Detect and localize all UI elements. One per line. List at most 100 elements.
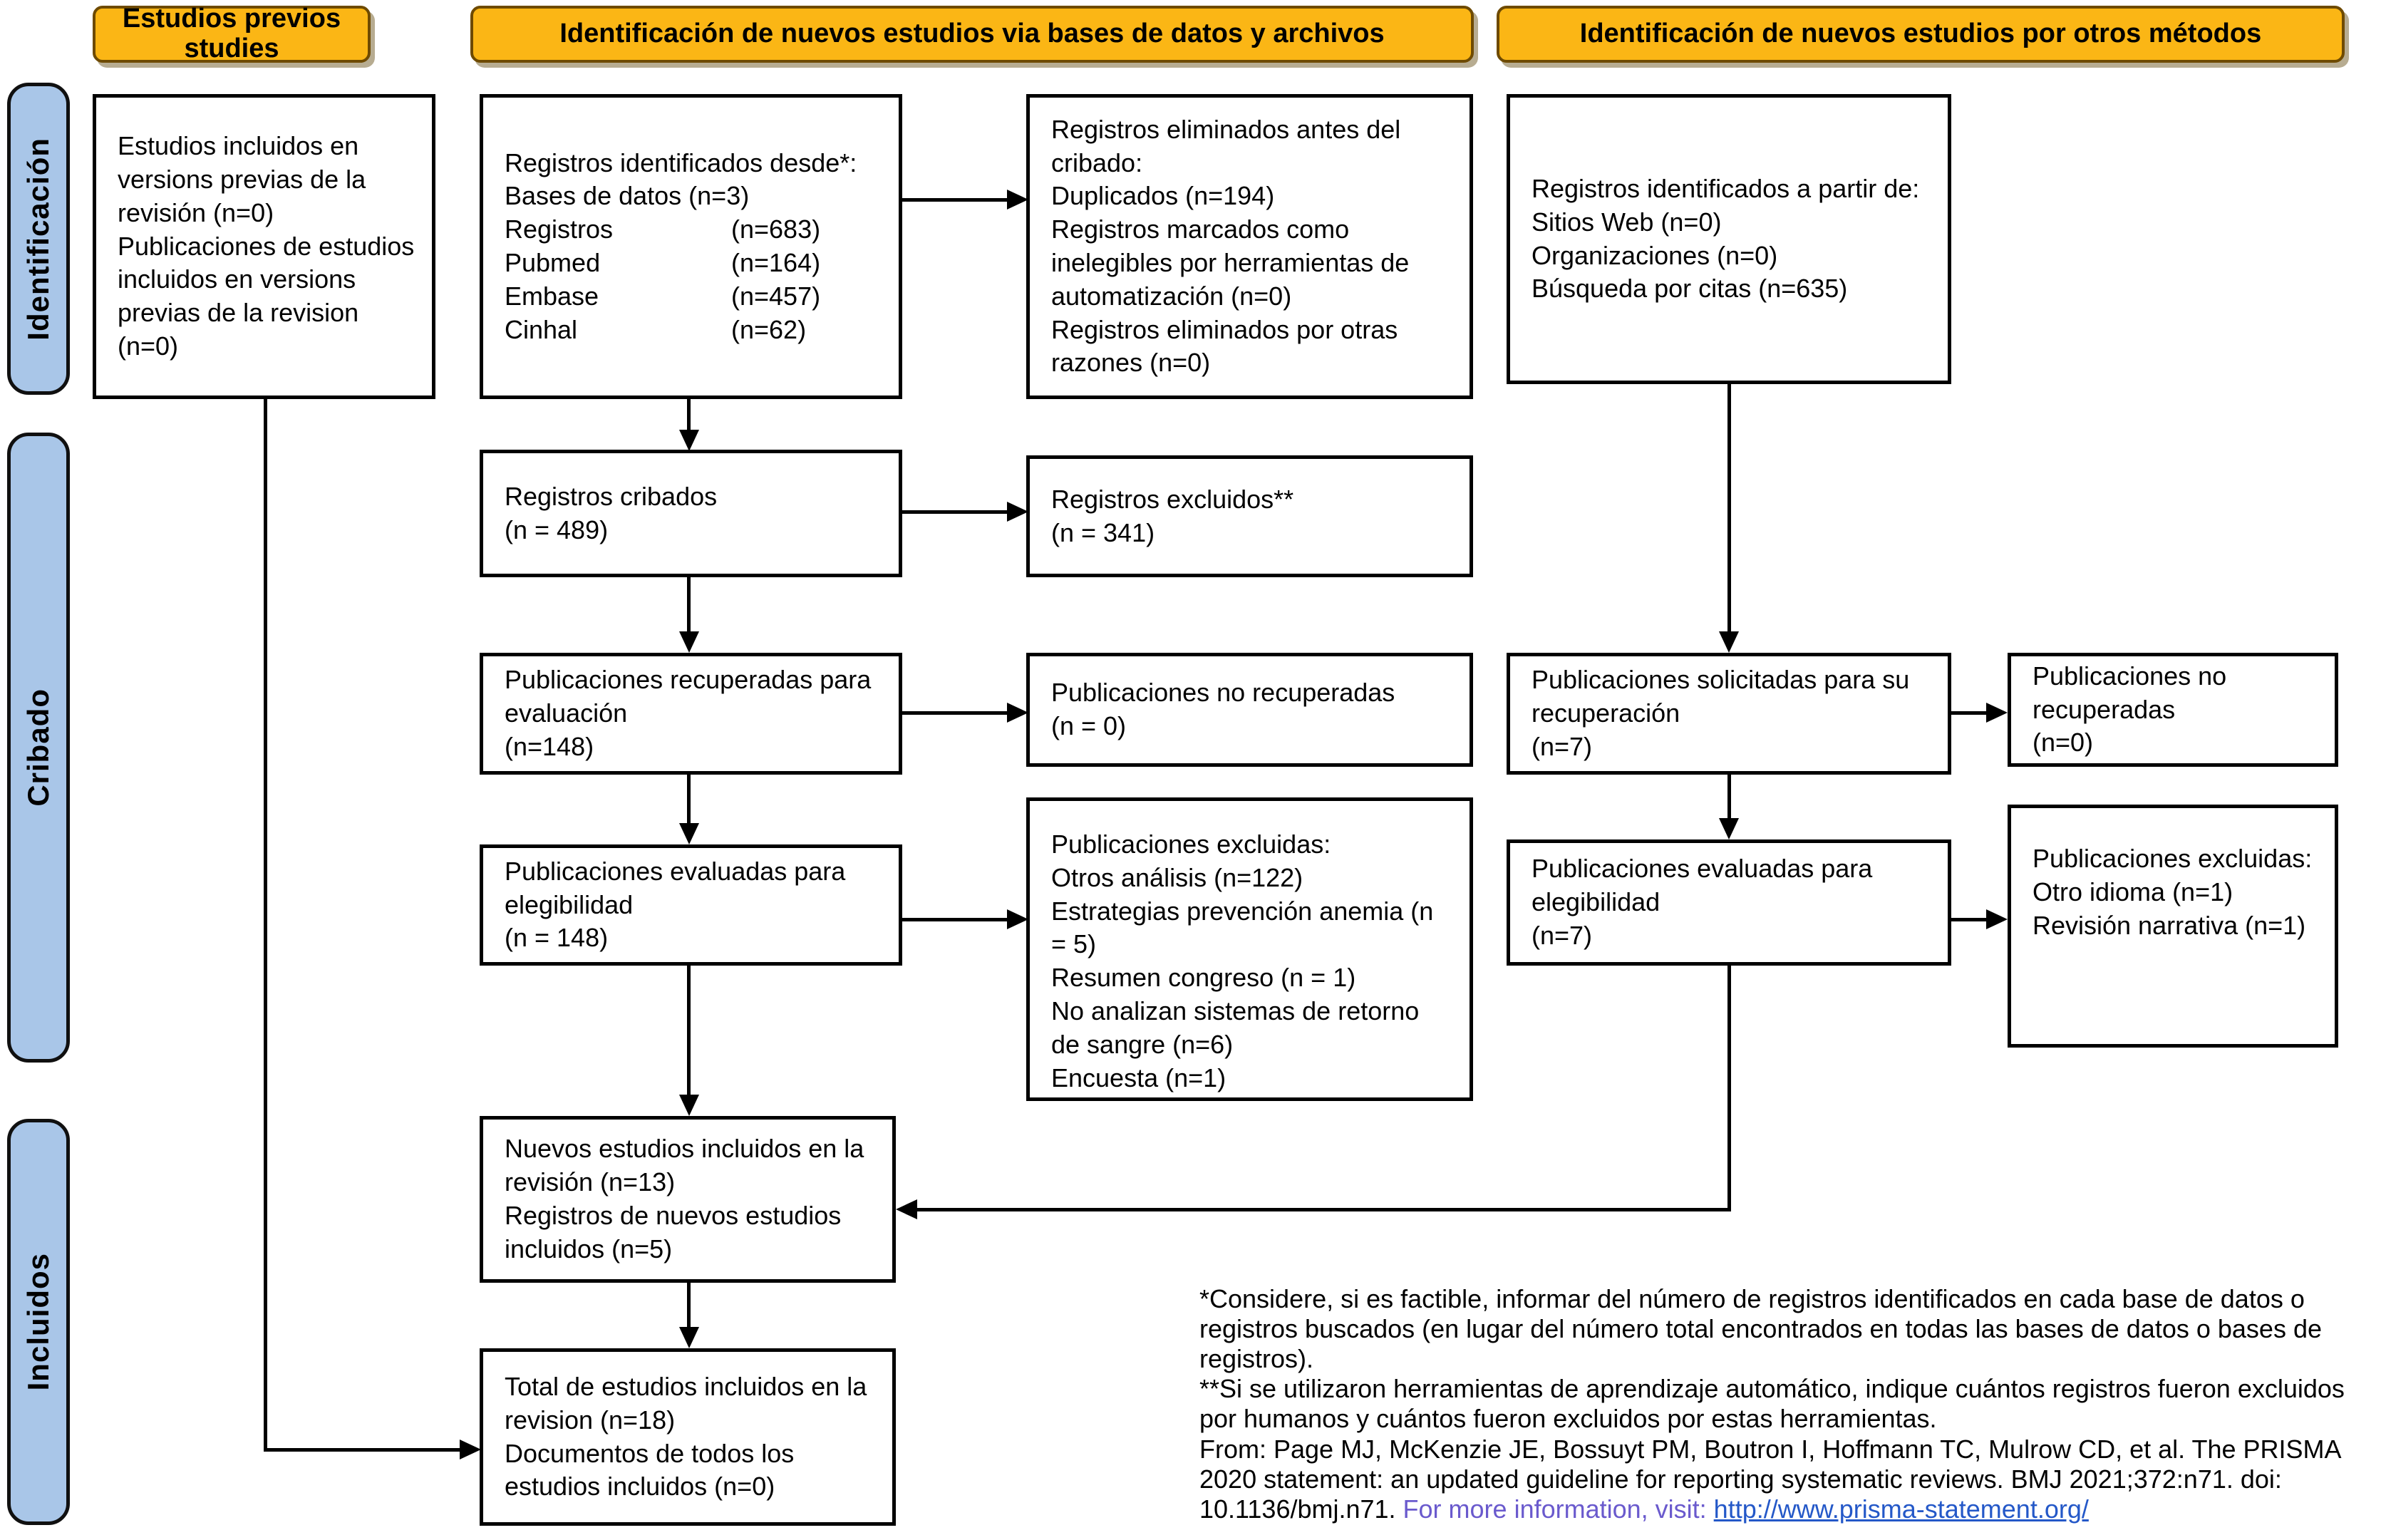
prisma-statement-link[interactable]: http://www.prisma-statement.org/ [1713, 1494, 2089, 1524]
header-identification-other-methods: Identificación de nuevos estudios por ot… [1497, 6, 2345, 63]
header-identification-databases-label: Identificación de nuevos estudios via ba… [559, 19, 1385, 49]
box-pub-excluded-title: Publicaciones excluidas: [1051, 830, 1331, 859]
box-publications-assessed-other: Publicaciones evaluadas para elegibilida… [1507, 839, 1951, 966]
sidebar-screening-label: Cribado [21, 688, 55, 807]
arrowhead-assessed-to-newincluded [679, 1095, 699, 1116]
connector-assessedother-elbow-vertical [1727, 966, 1731, 1211]
box-records-excluded-count: (n = 341) [1051, 517, 1155, 547]
connector-assessedother-to-excluded [1951, 918, 1988, 921]
box-total-included-line1: Total de estudios incluidos en la revisi… [505, 1371, 867, 1435]
box-identified-other-line2: Sitios Web (n=0) [1532, 207, 1722, 237]
box-assessed-line1: Publicaciones evaluadas para elegibilida… [505, 856, 846, 919]
more-information-text: For more information, visit: [1403, 1494, 1714, 1524]
box-records-identified-row-embase: Embase(n=457) [505, 281, 821, 311]
footnote-double-asterisk: **Si se utilizaron herramientas de apren… [1199, 1374, 2345, 1434]
box-pub-excluded-line2: Estrategias prevención anemia (n = 5) [1051, 896, 1434, 959]
box-publications-retrieved: Publicaciones recuperadas para evaluació… [480, 653, 902, 775]
footnotes: *Considere, si es factible, informar del… [1199, 1284, 2374, 1524]
box-new-included-line2: Registros de nuevos estudios incluidos (… [505, 1201, 842, 1263]
box-pub-excluded-other-title: Publicaciones excluidas: [2033, 844, 2313, 873]
box-publications-excluded-other: Publicaciones excluidas: Otro idioma (n=… [2008, 805, 2338, 1048]
connector-previous-elbow-vertical [264, 399, 267, 1452]
arrowhead-assessedother-to-newincluded [896, 1199, 917, 1219]
box-removed-line3: Registros marcados como inelegibles por … [1051, 215, 1410, 311]
box-records-identified-title: Registros identificados desde*: [505, 148, 857, 177]
box-records-identified-row-cinhal: Cinhal(n=62) [505, 314, 807, 344]
box-screened-count: (n = 489) [505, 515, 609, 544]
box-pub-excluded-other-line2: Revisión narrativa (n=1) [2033, 910, 2306, 940]
arrowhead-identified-to-removed [1007, 190, 1028, 210]
connector-retrieved-to-assessed [687, 775, 691, 826]
box-assessed-other-count: (n=7) [1532, 920, 1593, 950]
box-assessed-other-line1: Publicaciones evaluadas para elegibilida… [1532, 854, 1873, 917]
connector-newincluded-to-total [687, 1283, 691, 1330]
connector-sought-to-notretrieved [1951, 711, 1988, 715]
box-screened-line1: Registros cribados [505, 481, 718, 511]
box-records-identified-other: Registros identificados a partir de: Sit… [1507, 94, 1951, 384]
box-sought-count: (n=7) [1532, 731, 1593, 761]
box-pub-excluded-line4: No analizan sistemas de retorno de sangr… [1051, 996, 1420, 1059]
box-pub-excluded-line5: Encuesta (n=1) [1051, 1063, 1226, 1092]
arrowhead-sought-to-assessedother [1719, 818, 1739, 839]
footnote-citation: From: Page MJ, McKenzie JE, Bossuyt PM, … [1199, 1435, 2374, 1524]
sidebar-identification: Identificación [7, 83, 70, 395]
box-publications-assessed: Publicaciones evaluadas para elegibilida… [480, 844, 902, 966]
box-publications-not-retrieved: Publicaciones no recuperadas (n = 0) [1026, 653, 1473, 767]
box-not-retrieved-other-count: (n=0) [2033, 728, 2094, 758]
box-publications-excluded: Publicaciones excluidas: Otros análisis … [1026, 797, 1473, 1101]
box-not-retrieved-other-line1: Publicaciones no recuperadas [2033, 661, 2227, 724]
box-new-studies-included: Nuevos estudios incluidos en la revisión… [480, 1116, 896, 1283]
connector-screened-to-retrieved [687, 577, 691, 634]
connector-identified-to-screened [687, 399, 691, 435]
arrowhead-identified-to-screened [679, 430, 699, 451]
connector-assessed-to-newincluded [687, 966, 691, 1097]
box-assessed-count: (n = 148) [505, 923, 609, 953]
box-removed-line1: Registros eliminados antes del cribado: [1051, 114, 1401, 177]
box-pub-excluded-line3: Resumen congreso (n = 1) [1051, 963, 1356, 993]
box-records-identified-databases: Registros identificados desde*: Bases de… [480, 94, 902, 399]
connector-identifiedother-to-sought [1727, 384, 1731, 634]
footnote-asterisk: *Considere, si es factible, informar del… [1199, 1284, 2322, 1374]
header-previous-studies-label: Estudios previos studies [122, 4, 341, 63]
arrowhead-retrieved-to-assessed [679, 823, 699, 844]
box-publications-sought: Publicaciones solicitadas para su recupe… [1507, 653, 1951, 775]
arrowhead-retrieved-to-notretrieved [1007, 703, 1028, 723]
header-previous-studies: Estudios previos studies [93, 4, 371, 63]
box-previous-studies-line2: Publicaciones de estudios incluidos en v… [118, 231, 415, 361]
sidebar-identification-label: Identificación [21, 137, 55, 341]
box-records-identified-row-pubmed: Pubmed(n=164) [505, 248, 821, 277]
box-not-retrieved-line1: Publicaciones no recuperadas [1051, 678, 1395, 708]
box-retrieved-count: (n=148) [505, 731, 594, 761]
sidebar-included: Incluidos [7, 1119, 70, 1525]
box-records-excluded-line1: Registros excluidos** [1051, 484, 1294, 514]
sidebar-screening: Cribado [7, 433, 70, 1063]
sidebar-included-label: Incluidos [21, 1253, 55, 1391]
box-records-screened: Registros cribados (n = 489) [480, 450, 902, 577]
arrowhead-screened-to-retrieved [679, 631, 699, 653]
connector-retrieved-to-notretrieved [902, 711, 1009, 715]
connector-assessedother-elbow-horizontal [914, 1208, 1731, 1211]
arrowhead-screened-to-excluded [1007, 502, 1028, 522]
box-records-identified-row-registros: Registros(n=683) [505, 215, 821, 244]
arrowhead-sought-to-notretrieved [1986, 703, 2008, 723]
box-removed-line2: Duplicados (n=194) [1051, 181, 1275, 211]
arrowhead-newincluded-to-total [679, 1327, 699, 1348]
arrowhead-previous-to-total [460, 1440, 481, 1459]
box-not-retrieved-count: (n = 0) [1051, 711, 1127, 740]
box-sought-line1: Publicaciones solicitadas para su recupe… [1532, 665, 1910, 728]
box-total-studies-included: Total de estudios incluidos en la revisi… [480, 1348, 896, 1526]
arrowhead-identifiedother-to-sought [1719, 631, 1739, 653]
header-identification-other-methods-label: Identificación de nuevos estudios por ot… [1579, 19, 2262, 49]
arrowhead-assessed-to-excluded [1007, 909, 1028, 929]
arrowhead-assessedother-to-excluded [1986, 909, 2008, 929]
box-publications-not-retrieved-other: Publicaciones no recuperadas (n=0) [2008, 653, 2338, 767]
box-records-excluded: Registros excluidos** (n = 341) [1026, 455, 1473, 577]
box-new-included-line1: Nuevos estudios incluidos en la revisión… [505, 1134, 864, 1197]
header-identification-databases: Identificación de nuevos estudios via ba… [470, 6, 1474, 63]
box-removed-line4: Registros eliminados por otras razones (… [1051, 314, 1398, 378]
connector-identified-to-removed [902, 198, 1009, 202]
box-previous-studies-line1: Estudios incluidos en versions previas d… [118, 131, 366, 227]
box-total-included-line2: Documentos de todos los estudios incluid… [505, 1438, 795, 1502]
box-records-removed-before-screening: Registros eliminados antes del cribado: … [1026, 94, 1473, 399]
